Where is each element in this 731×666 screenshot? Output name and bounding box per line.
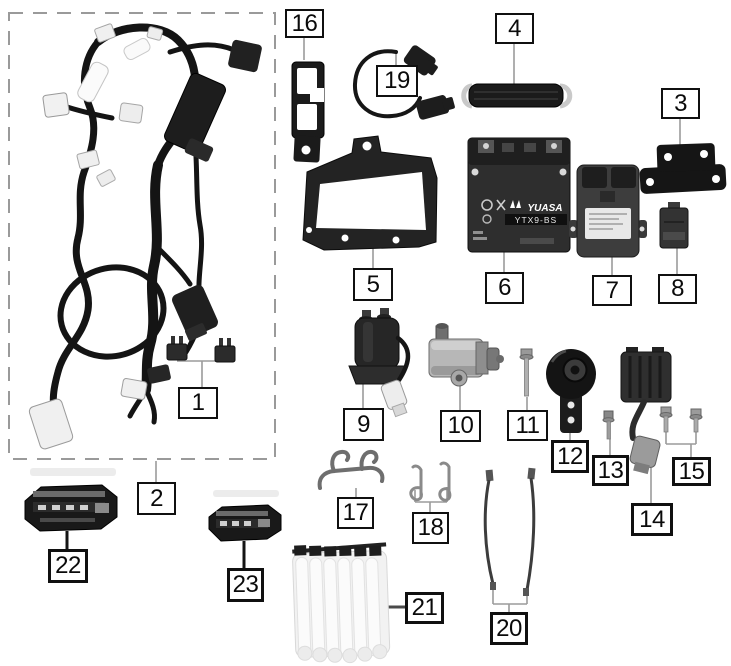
part-label-12: 12: [551, 440, 589, 473]
harness-tape: [77, 37, 151, 103]
part-label-18: 18: [412, 512, 449, 544]
battery-strap: [461, 83, 573, 109]
battery-brand-text: YUASA: [527, 203, 562, 214]
dashed-boundary: [8, 12, 276, 460]
battery: YUASA YTX9-BS: [467, 137, 571, 253]
fuses: [166, 336, 236, 363]
battery-model-text: YTX9-BS: [515, 215, 557, 225]
part-label-3: 3: [661, 88, 700, 119]
bolts-15: [659, 406, 703, 433]
part-label-15: 15: [672, 457, 711, 486]
control-module-23: [208, 490, 282, 542]
wiring-harness: [28, 23, 262, 450]
part-label-6: 6: [485, 272, 524, 304]
part-label-2: 2: [137, 482, 176, 515]
starter-motor: [428, 323, 504, 387]
regulator-rectifier: [620, 347, 672, 475]
part-label-16: 16: [285, 9, 324, 38]
starter-solenoid: [348, 308, 411, 418]
part-label-14: 14: [631, 503, 673, 536]
part-label-5: 5: [353, 268, 393, 301]
part-label-13: 13: [592, 455, 629, 486]
part-label-7: 7: [592, 275, 632, 306]
part-label-22: 22: [48, 549, 88, 583]
part-label-20: 20: [490, 612, 528, 645]
part-label-1: 1: [178, 387, 218, 419]
bolt-11: [519, 348, 534, 397]
cable-clips-18: [409, 461, 452, 502]
part-label-4: 4: [495, 13, 534, 44]
part-label-10: 10: [440, 410, 481, 442]
leader-lines: [155, 38, 697, 612]
cdi-unit: [569, 164, 647, 258]
part-label-23: 23: [227, 568, 264, 602]
screw-13: [602, 410, 615, 440]
battery-bracket: [302, 135, 438, 251]
cable-loop-19: [352, 45, 455, 120]
control-module-22: [24, 468, 118, 532]
part-label-17: 17: [337, 497, 374, 529]
part-label-9: 9: [343, 408, 384, 441]
battery-cables: [483, 467, 536, 596]
part-label-19: 19: [376, 65, 418, 97]
part-label-11: 11: [507, 410, 548, 441]
wire-clamp-17: [317, 449, 385, 490]
mounting-bracket-16: [291, 61, 325, 163]
part-label-21: 21: [405, 592, 444, 624]
corrugated-tube: [292, 542, 391, 664]
part-label-8: 8: [658, 274, 697, 304]
flasher-relay: [659, 202, 689, 249]
mounting-bracket-3: [639, 143, 727, 194]
harness-connectors: [28, 23, 262, 450]
horn: [546, 349, 596, 433]
